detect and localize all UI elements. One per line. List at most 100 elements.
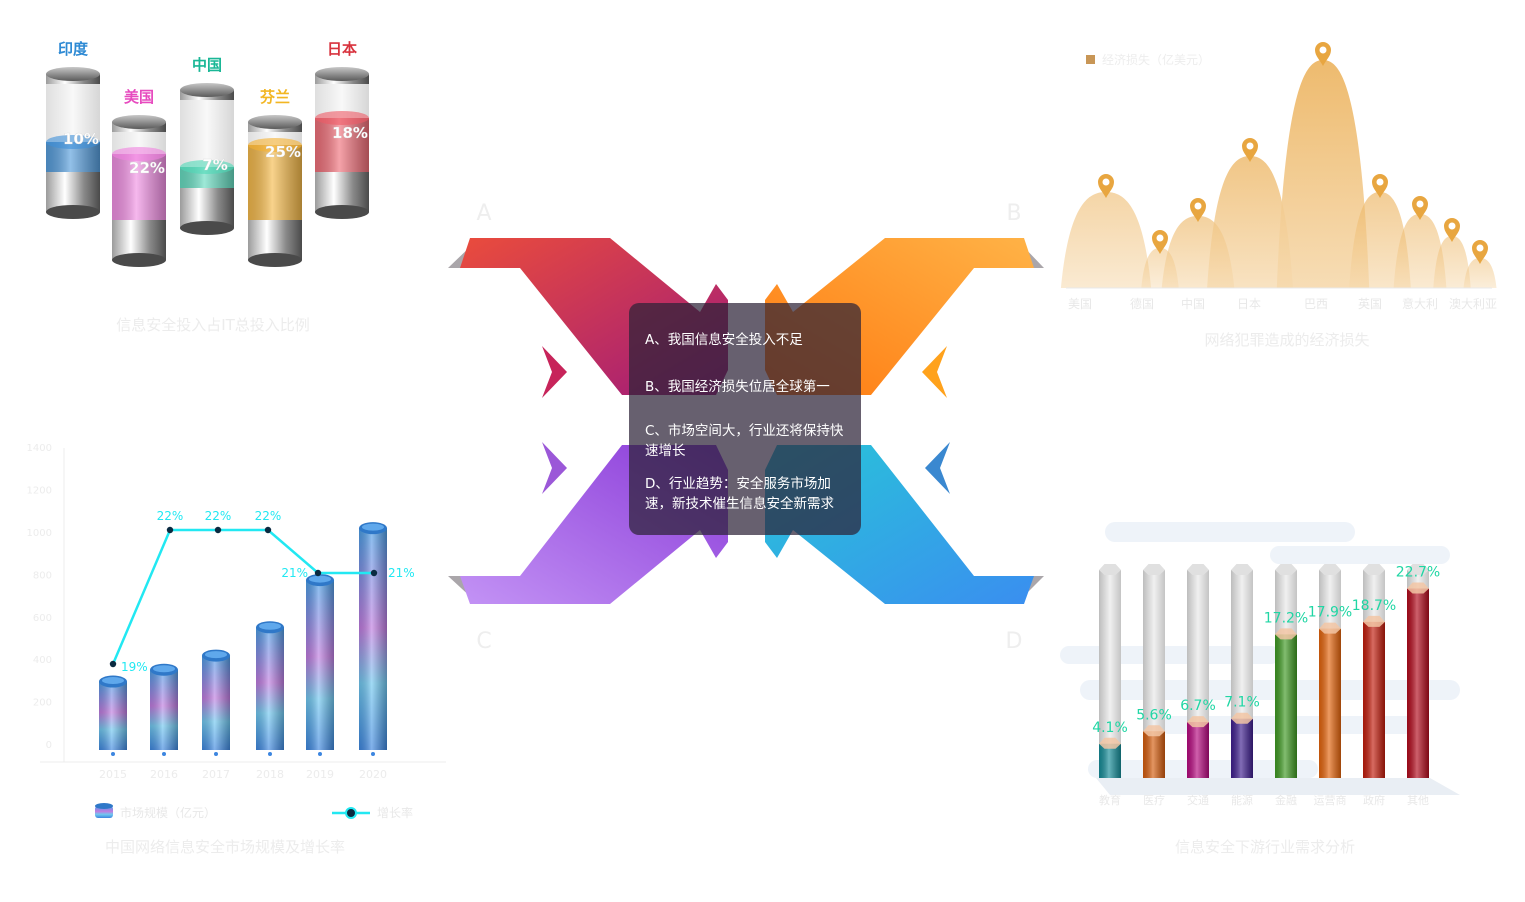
growth-rate-label: 21% xyxy=(281,566,308,580)
map-pin-icon xyxy=(1412,196,1428,220)
summary-item-b: B、我国经济损失位居全球第一 xyxy=(645,379,830,395)
demand-value-label: 18.7% xyxy=(1352,598,1396,614)
map-pin-dot xyxy=(1246,142,1254,150)
chart-cybercrime-loss: 美国德国中国日本巴西英国意大利澳大利亚 xyxy=(1060,42,1497,311)
summary-item-d: D、行业趋势：安全服务市场加速，新技术催生信息安全新需求 xyxy=(645,476,834,512)
x-tick-label: 巴西 xyxy=(1304,297,1328,311)
x-tick-label: 教育 xyxy=(1099,793,1121,807)
cylinder-base-bottom xyxy=(46,205,100,219)
market-size-bar-top-inner xyxy=(153,665,175,673)
demand-bar-shade xyxy=(1363,621,1385,778)
demand-bar-shade xyxy=(1319,628,1341,778)
cylinder-value-label: 10% xyxy=(63,130,99,148)
market-size-bar-drip xyxy=(111,752,115,756)
area-peak xyxy=(1349,192,1411,288)
x-tick-label: 其他 xyxy=(1407,794,1429,807)
demand-track-top xyxy=(1407,564,1429,575)
summary-item-a: A、我国信息安全投入不足 xyxy=(645,332,803,348)
chart-downstream-demand: 4.1%教育5.6%医疗6.7%交通7.1%能源17.2%金融17.9%运营商1… xyxy=(1060,522,1460,807)
x-tick-label: 日本 xyxy=(1237,297,1261,311)
cylinder-base-bottom xyxy=(248,253,302,267)
y-tick-label: 0 xyxy=(46,740,52,751)
x-tick-label: 2016 xyxy=(150,768,178,781)
corner-letter-c: C xyxy=(476,629,491,654)
map-pin-dot xyxy=(1319,46,1327,54)
x-tick-label: 美国 xyxy=(1068,297,1092,311)
x-tick-label: 2018 xyxy=(256,768,284,781)
cylinder-cap-top xyxy=(180,83,234,97)
area-peak xyxy=(1276,60,1370,288)
demand-value-label: 5.6% xyxy=(1136,707,1172,723)
x-tick-label: 2019 xyxy=(306,768,334,781)
cylinder-value-label: 18% xyxy=(332,124,368,142)
market-size-bar-top-inner xyxy=(102,677,124,685)
map-pin-icon xyxy=(1098,174,1114,198)
market-size-bar-top-inner xyxy=(205,651,227,659)
map-pin-icon xyxy=(1190,198,1206,222)
market-size-bar-shade xyxy=(99,681,127,750)
chevron-d-icon xyxy=(925,442,950,494)
map-pin-icon xyxy=(1472,240,1488,264)
demand-value-label: 22.7% xyxy=(1396,565,1440,581)
chevron-c-icon xyxy=(542,442,567,494)
y-tick-label: 1000 xyxy=(27,528,52,539)
x-tick-label: 政府 xyxy=(1363,793,1385,807)
cylinder-fill-top xyxy=(46,135,100,149)
floor-shadow xyxy=(1096,778,1460,795)
market-size-bar-drip xyxy=(371,752,375,756)
cylinder-fill-shade xyxy=(315,118,369,172)
x-tick-label: 意大利 xyxy=(1402,296,1438,311)
summary-item-c: C、市场空间大，行业还将保持快速增长 xyxy=(645,423,844,459)
x-tick-label: 2015 xyxy=(99,768,127,781)
corner-letter-a: A xyxy=(476,201,491,226)
demand-value-label: 17.9% xyxy=(1308,605,1352,621)
chevron-a-icon xyxy=(542,346,567,398)
demand-bar-shade xyxy=(1187,722,1209,778)
x-tick-label: 中国 xyxy=(1181,296,1205,311)
market-size-bar-drip xyxy=(268,752,272,756)
y-tick-label: 1200 xyxy=(27,486,52,497)
growth-rate-point xyxy=(370,569,378,577)
market-size-bar-shade xyxy=(150,669,178,750)
x-tick-label: 运营商 xyxy=(1314,793,1347,807)
x-tick-label: 澳大利亚 xyxy=(1449,297,1497,311)
corner-letter-b: B xyxy=(1006,201,1021,226)
y-tick-label: 400 xyxy=(33,655,52,666)
legend-swatch-market-size-top xyxy=(95,803,113,809)
demand-bar-top xyxy=(1187,716,1209,728)
growth-rate-label: 21% xyxy=(388,566,415,580)
map-pin-icon xyxy=(1444,218,1460,242)
background-cloud xyxy=(1105,522,1355,542)
legend-label-market-size: 市场规模（亿元） xyxy=(120,805,216,820)
map-pin-icon xyxy=(1242,138,1258,162)
map-pin-dot xyxy=(1376,178,1384,186)
growth-rate-label: 22% xyxy=(255,509,282,523)
market-size-bar-drip xyxy=(162,752,166,756)
map-pin-icon xyxy=(1315,42,1331,66)
market-size-bar-shade xyxy=(202,655,230,750)
demand-bar-top xyxy=(1407,582,1429,594)
cylinder-fill-top xyxy=(180,160,234,174)
y-tick-label: 200 xyxy=(33,698,52,709)
demand-bar-top xyxy=(1099,737,1121,749)
tr-legend-swatch xyxy=(1086,55,1095,64)
demand-bar-top xyxy=(1319,622,1341,634)
demand-bar-top xyxy=(1231,712,1253,724)
summary-panel: A、我国信息安全投入不足 B、我国经济损失位居全球第一 C、市场空间大，行业还将… xyxy=(629,303,861,535)
cylinder-cap-top xyxy=(248,115,302,129)
demand-bar-shade xyxy=(1143,731,1165,778)
legend-swatch-market-size xyxy=(95,806,113,818)
br-chart-title: 信息安全下游行业需求分析 xyxy=(1175,838,1355,856)
x-tick-label: 金融 xyxy=(1275,793,1297,807)
cylinder-category-label: 印度 xyxy=(58,40,89,58)
cylinder-category-label: 日本 xyxy=(327,40,357,58)
x-tick-label: 2017 xyxy=(202,768,230,781)
growth-rate-point xyxy=(314,569,322,577)
demand-bar-shade xyxy=(1231,718,1253,778)
growth-rate-point xyxy=(109,660,117,668)
cylinder-fill-shade xyxy=(248,145,302,220)
demand-value-label: 6.7% xyxy=(1180,698,1216,714)
demand-bar-top xyxy=(1275,628,1297,640)
